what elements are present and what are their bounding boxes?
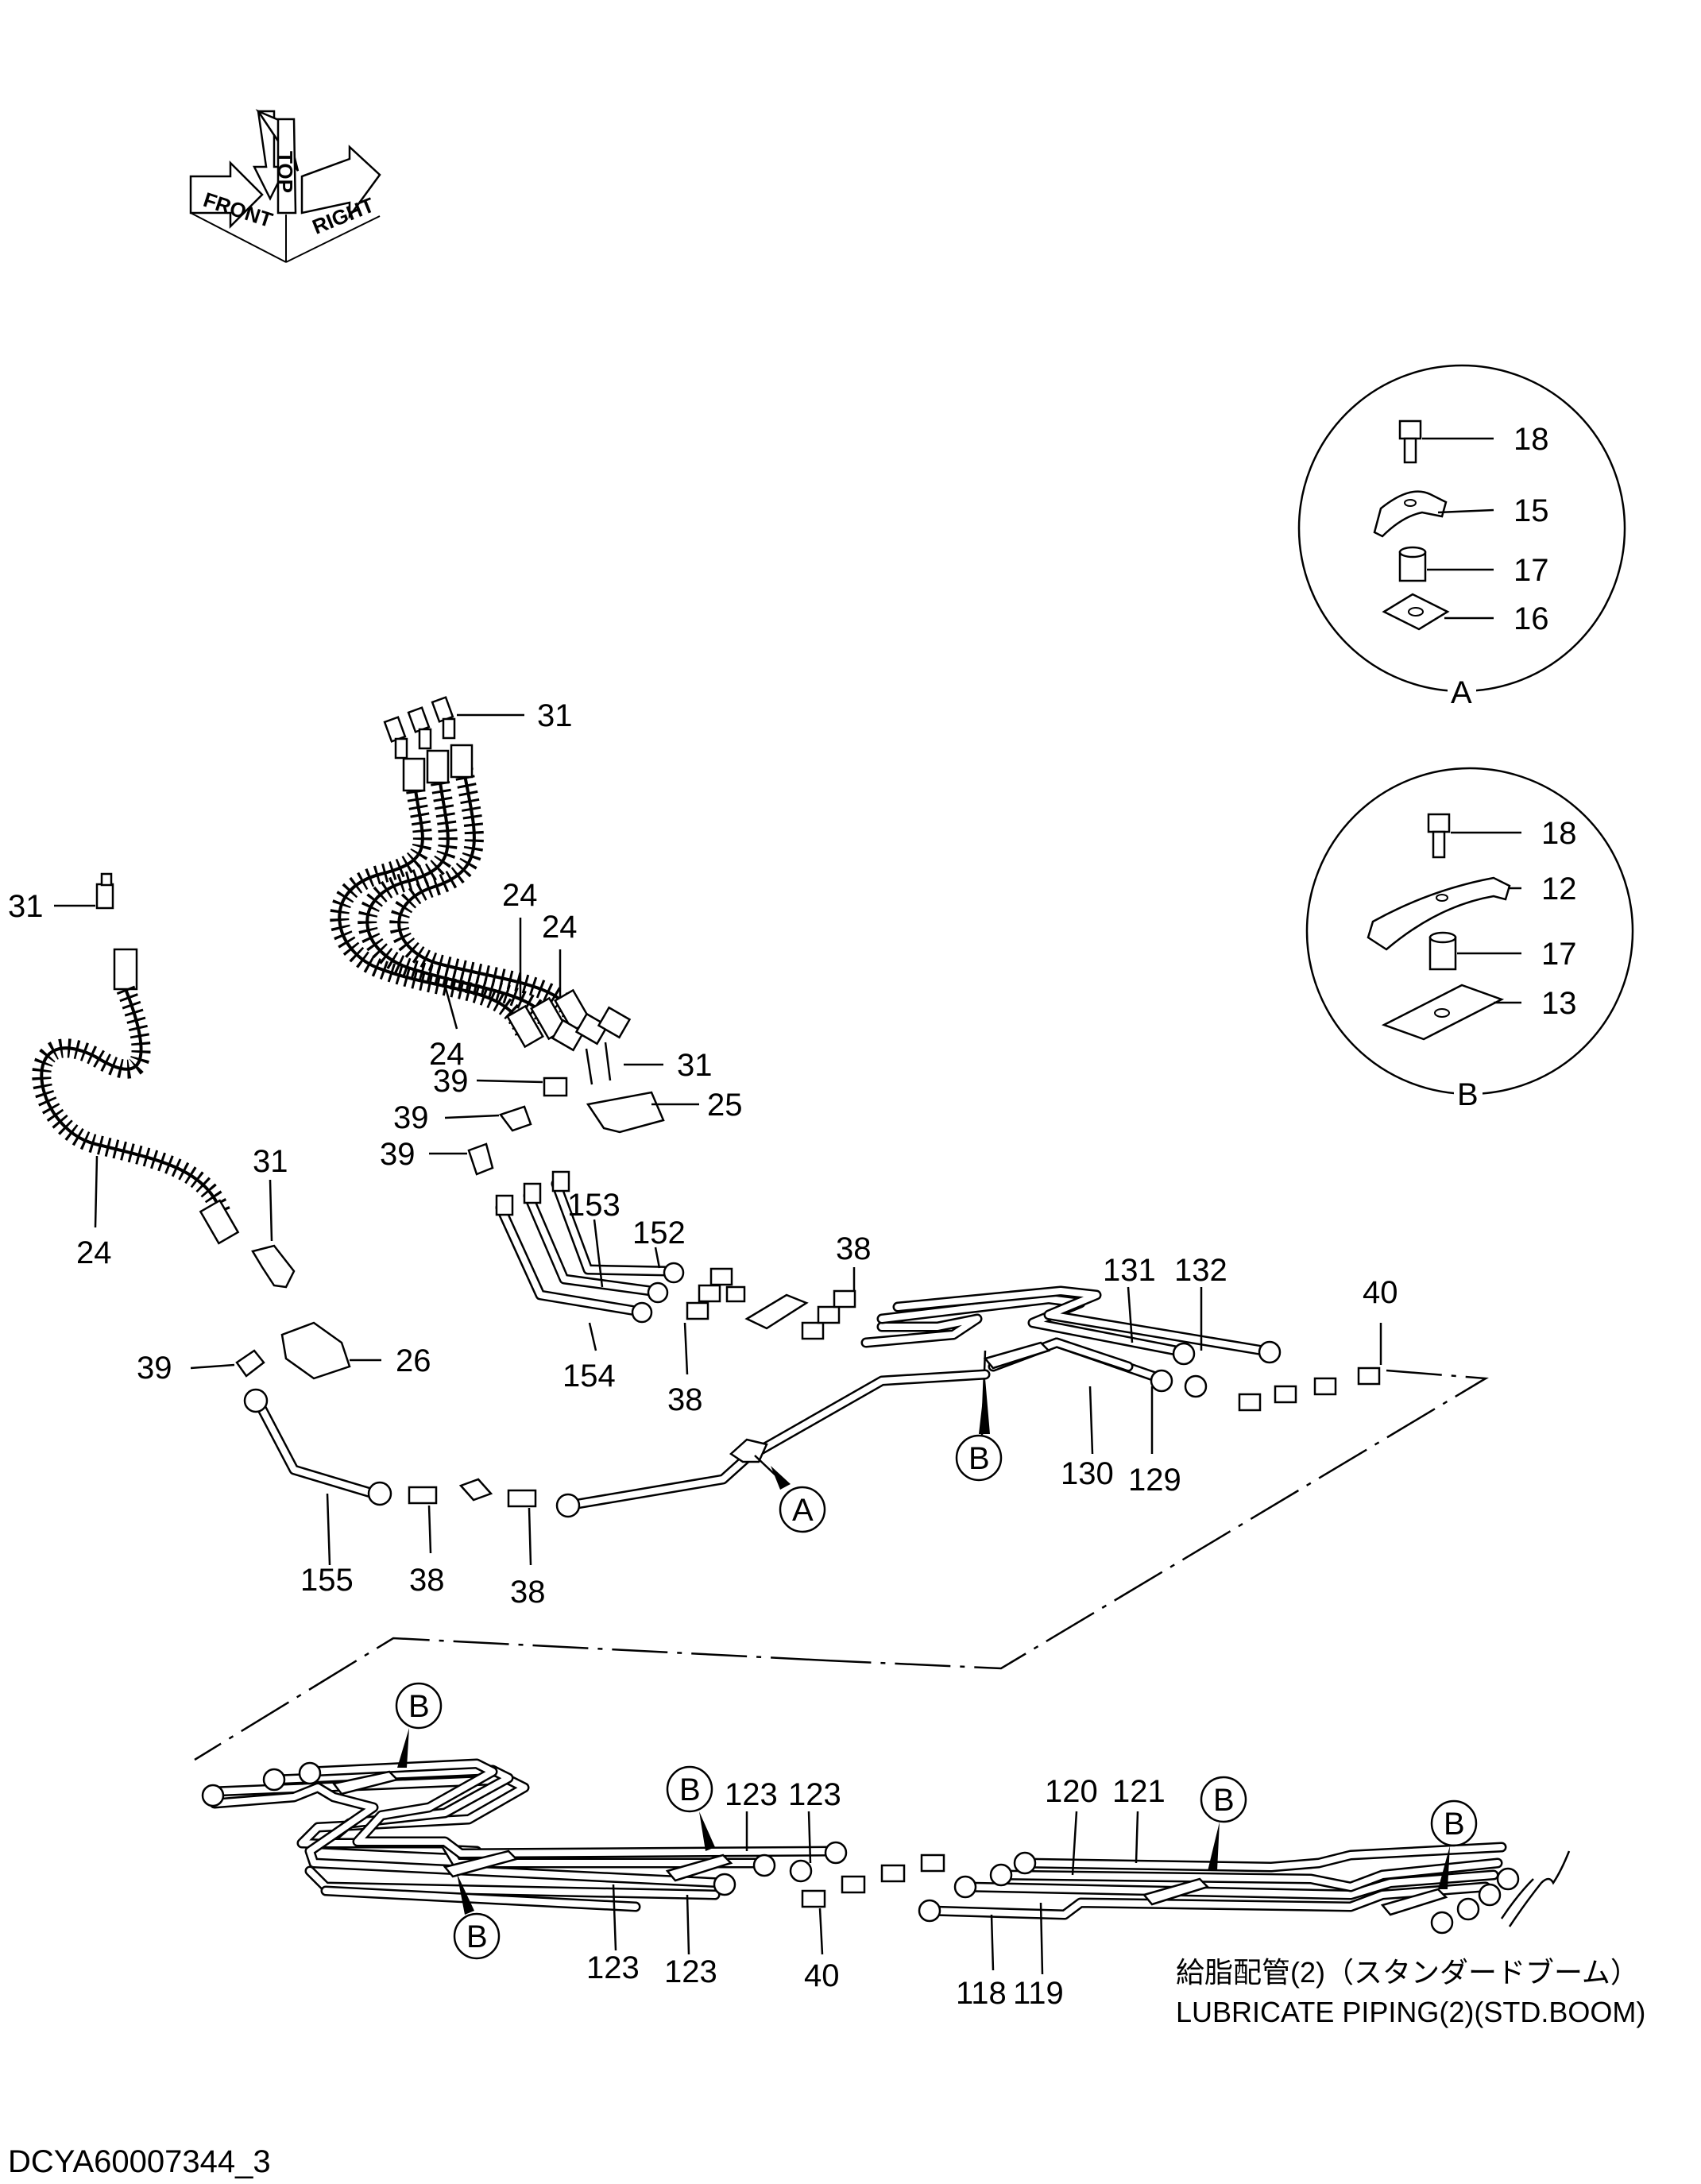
block-low — [458, 1478, 493, 1502]
pipe-clamp-a — [729, 1438, 768, 1463]
pipe-clamp-b3 — [665, 1854, 733, 1882]
adapters-right — [1238, 1366, 1381, 1412]
drawing-id: DCYA60007344_3 — [8, 2144, 271, 2179]
detail-b-plate-callout: 13 — [1541, 986, 1577, 1021]
ref-b-upper-label: B — [968, 1441, 990, 1476]
ref-b-1 — [395, 1682, 443, 1730]
hose-upper-a-callout: 24 — [502, 878, 538, 913]
detail-a-circle — [1297, 364, 1626, 693]
caption-english: LUBRICATE PIPING(2)(STD.BOOM) — [1176, 1996, 1645, 2028]
detail-a-plate-callout: 16 — [1514, 601, 1549, 636]
pipe-123-b-callout: 123 — [788, 1777, 841, 1812]
elbow-a-callout: 39 — [433, 1064, 469, 1099]
ref-b-5-label: B — [1444, 1807, 1465, 1842]
fitting-top-callout: 31 — [537, 698, 573, 733]
orientation-indicator: FRONT TOP RIGHT — [189, 109, 381, 263]
connection-lines — [194, 1369, 1489, 1761]
ref-a-label: A — [792, 1493, 814, 1528]
ref-b-1-label: B — [408, 1689, 430, 1724]
elbow-d-callout: 39 — [137, 1351, 172, 1386]
fitting-lower-callout: 31 — [677, 1048, 713, 1083]
pipe-121-callout: 121 — [1112, 1774, 1166, 1809]
ref-b-4 — [1200, 1776, 1247, 1823]
ref-b-2 — [453, 1912, 501, 1960]
pipe-129-callout: 129 — [1128, 1463, 1181, 1498]
detail-b-circle — [1305, 767, 1634, 1096]
pipe-clamp-b5 — [1380, 1888, 1448, 1916]
detail-a-spacer-callout: 17 — [1514, 553, 1549, 588]
pipe-155-callout: 155 — [300, 1563, 354, 1598]
adapter-low-a-callout: 38 — [409, 1563, 445, 1598]
fittings-lower — [551, 1006, 632, 1085]
detail-b-bolt-callout: 18 — [1541, 816, 1577, 851]
ref-b-5 — [1430, 1799, 1478, 1847]
lower-pipe-run: B B B 123 123 123 123 40 — [201, 1682, 1571, 2011]
ref-b-3-label: B — [679, 1772, 701, 1807]
bracket-lower-callout: 26 — [396, 1343, 431, 1378]
pipe-clamp-b2 — [443, 1850, 519, 1878]
elbow-b-callout: 39 — [393, 1100, 429, 1135]
adapter-bottom-callout: 40 — [804, 1958, 840, 1993]
bracket-lower — [280, 1321, 351, 1380]
ref-b-2-label: B — [466, 1919, 488, 1954]
caption-japanese: 給脂配管(2)（スタンダードブーム） — [1176, 1956, 1639, 1989]
adapter-low-b-callout: 38 — [510, 1575, 546, 1610]
elbows-upper — [467, 1077, 568, 1176]
detail-a-bolt-callout: 18 — [1514, 422, 1549, 457]
elbow-lower — [235, 1349, 265, 1378]
adapter-low-a — [408, 1486, 438, 1505]
pipe-clamp-b4 — [1142, 1877, 1210, 1906]
pipe-132-callout: 132 — [1174, 1253, 1227, 1288]
bracket-upper-callout: 25 — [707, 1088, 743, 1123]
pipe-153-callout: 153 — [567, 1188, 620, 1223]
pipe-clamp-b-upper — [983, 1341, 1051, 1370]
detail-b: 18 12 17 13 B — [1305, 767, 1634, 1112]
upper-hose-bundle: 31 24 24 24 31 25 — [330, 696, 1398, 1498]
ref-a — [779, 1486, 826, 1533]
break-line — [1508, 1850, 1571, 1927]
detail-b-clamp-callout: 12 — [1541, 872, 1577, 906]
pipe-123-a-callout: 123 — [725, 1777, 778, 1812]
adapters-bottom — [801, 1854, 945, 1908]
pipe-123-d-callout: 123 — [664, 1954, 717, 1989]
elbow-left-callout: 31 — [253, 1144, 288, 1179]
fitting-left-callout: 31 — [8, 889, 44, 924]
pipe-118-callout: 118 — [956, 1976, 1007, 2011]
detail-a: 18 15 17 16 A — [1297, 364, 1626, 710]
pipe-152-callout: 152 — [632, 1216, 686, 1250]
left-hose-assembly: 31 24 31 26 39 155 38 38 — [8, 872, 991, 1610]
ref-b-4-label: B — [1213, 1783, 1235, 1818]
pipe-120-callout: 120 — [1045, 1774, 1098, 1809]
pipe-clamp-b1 — [331, 1770, 400, 1796]
hose-upper-b-callout: 24 — [542, 910, 578, 945]
detail-a-clamp-callout: 15 — [1514, 493, 1549, 528]
adapters-mid — [686, 1267, 746, 1320]
detail-a-label: A — [1451, 675, 1472, 710]
adapter-upper-callout: 38 — [836, 1231, 872, 1266]
junction-block — [744, 1293, 809, 1330]
elbow-left — [251, 1244, 296, 1289]
ref-b-3 — [666, 1765, 713, 1813]
pipe-131-callout: 131 — [1103, 1253, 1156, 1288]
bracket-upper — [586, 1091, 665, 1134]
hose-upper-c-callout: 24 — [429, 1037, 465, 1072]
pipe-154-callout: 154 — [562, 1359, 616, 1394]
adapters-upper — [801, 1289, 856, 1340]
adapter-right-callout: 40 — [1363, 1275, 1398, 1310]
adapter-mid-callout: 38 — [667, 1382, 703, 1417]
pipe-119-callout: 119 — [1013, 1976, 1064, 2011]
detail-b-spacer-callout: 17 — [1541, 937, 1577, 972]
pipe-123-c-callout: 123 — [586, 1950, 640, 1985]
fittings-top — [383, 696, 456, 760]
hose-left-callout: 24 — [76, 1235, 112, 1270]
elbow-c-callout: 39 — [380, 1137, 416, 1172]
adapter-low-b — [507, 1489, 537, 1508]
detail-b-label: B — [1457, 1077, 1479, 1112]
ref-b-upper — [955, 1434, 1003, 1482]
top-label: TOP — [273, 151, 297, 193]
pipe-130-callout: 130 — [1061, 1456, 1114, 1491]
